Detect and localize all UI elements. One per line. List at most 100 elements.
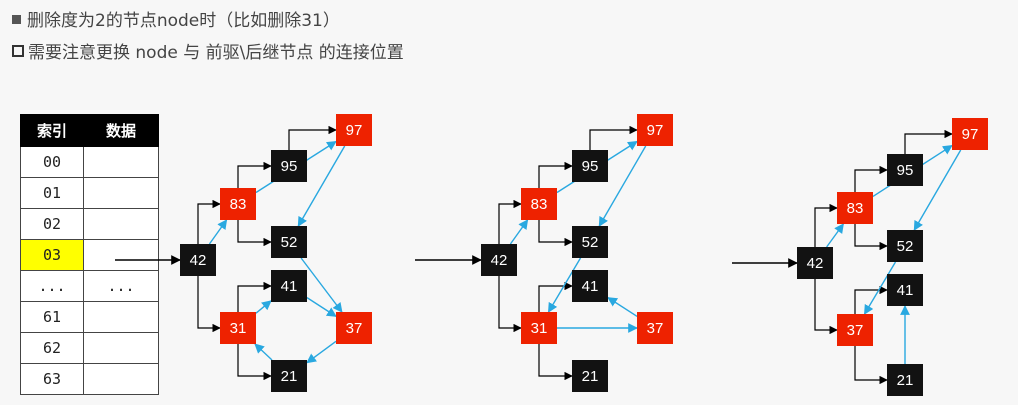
index-cell-highlighted: 03 xyxy=(20,239,84,271)
tree-node-box xyxy=(180,244,216,276)
tree-node-box xyxy=(887,230,923,262)
list-edge-42-83 xyxy=(826,223,844,248)
tree-node-95: 95 xyxy=(271,150,307,182)
tree-node-42: 42 xyxy=(797,247,833,279)
table-row: ...... xyxy=(20,270,159,302)
tree-node-box xyxy=(336,114,372,146)
tree-edge-42-83 xyxy=(814,203,838,247)
tree-node-box xyxy=(271,150,307,182)
tree-edge-95-97 xyxy=(589,125,638,150)
tree-node-box xyxy=(572,226,608,258)
tree-node-label: 31 xyxy=(531,320,548,337)
list-edge-37-41 xyxy=(607,297,638,317)
table-row: 00 xyxy=(20,146,159,178)
tree-edge-31-21 xyxy=(538,344,573,381)
tree-node-box xyxy=(521,312,557,344)
tree-node-label: 37 xyxy=(647,320,664,337)
table-row: 63 xyxy=(20,363,159,395)
index-cell: ... xyxy=(20,270,84,302)
tree-node-37: 37 xyxy=(837,314,873,346)
tree-node-label: 42 xyxy=(491,252,508,269)
tree-edge-31-21 xyxy=(237,344,272,381)
table-row: 01 xyxy=(20,177,159,209)
list-edge-52-37 xyxy=(300,257,343,313)
list-edge-42-83 xyxy=(509,219,529,245)
bullet-hollow-square-icon xyxy=(12,45,24,57)
column-header-data: 数据 xyxy=(83,114,159,147)
tree-node-label: 41 xyxy=(582,278,599,295)
heading-line-1-text: 删除度为2的节点node时（比如删除31） xyxy=(27,11,340,31)
tree-node-label: 21 xyxy=(582,368,599,385)
tree-node-97: 97 xyxy=(952,118,988,150)
tree-node-box xyxy=(637,312,673,344)
tree-node-box xyxy=(572,270,608,302)
tree-edge-83-52 xyxy=(854,224,888,251)
column-header-index: 索引 xyxy=(20,114,84,147)
tree-node-21: 21 xyxy=(887,364,923,396)
tree-node-83: 83 xyxy=(220,188,256,220)
tree-node-box xyxy=(887,274,923,306)
list-edge-97-52 xyxy=(598,145,647,227)
tree-node-label: 41 xyxy=(281,278,298,295)
tree-node-box xyxy=(637,114,673,146)
tree-node-box xyxy=(837,314,873,346)
tree-node-box xyxy=(572,150,608,182)
tree-node-97: 97 xyxy=(637,114,673,146)
tree-node-label: 21 xyxy=(897,372,914,389)
tree-node-83: 83 xyxy=(521,188,557,220)
data-cell xyxy=(83,177,159,209)
table-row: 02 xyxy=(20,208,159,240)
tree-edge-42-83 xyxy=(197,199,221,244)
tree-node-box xyxy=(837,192,873,224)
tree-node-95: 95 xyxy=(572,150,608,182)
tree-node-label: 95 xyxy=(281,158,298,175)
list-edge-42-83 xyxy=(208,219,228,245)
tree-edge-83-95 xyxy=(854,165,888,192)
table-row-highlighted: 03 xyxy=(20,239,159,271)
tree-node-21: 21 xyxy=(572,360,608,392)
tree-node-83: 83 xyxy=(837,192,873,224)
tree-node-label: 95 xyxy=(582,158,599,175)
tree-node-label: 52 xyxy=(582,234,599,251)
tree-node-label: 83 xyxy=(230,196,247,213)
data-cell xyxy=(83,146,159,178)
tree-node-label: 97 xyxy=(647,122,664,139)
tree-node-box xyxy=(887,364,923,396)
tree-node-41: 41 xyxy=(271,270,307,302)
tree-node-box xyxy=(271,226,307,258)
list-edge-52-31 xyxy=(547,257,582,313)
index-cell: 01 xyxy=(20,177,84,209)
tree-node-label: 42 xyxy=(807,255,824,272)
tree-node-41: 41 xyxy=(572,270,608,302)
tree-node-52: 52 xyxy=(572,226,608,258)
tree-node-label: 95 xyxy=(897,162,914,179)
heading-line-1: 删除度为2的节点node时（比如删除31） xyxy=(12,6,340,31)
heading-line-2: 需要注意更换 node 与 前驱\后继节点 的连接位置 xyxy=(12,38,404,63)
tree-node-box xyxy=(797,247,833,279)
tree-node-box xyxy=(220,312,256,344)
tree-node-box xyxy=(271,360,307,392)
tree-edge-31-41 xyxy=(538,281,573,312)
tree-node-label: 52 xyxy=(281,234,298,251)
data-cell xyxy=(83,363,159,395)
tree-node-box xyxy=(220,188,256,220)
hash-table-header: 索引 数据 xyxy=(20,114,159,147)
tree-edge-42-37 xyxy=(814,279,838,335)
tree-node-box xyxy=(521,188,557,220)
tree-node-label: 21 xyxy=(281,368,298,385)
tree-edge-83-52 xyxy=(237,220,272,247)
tree-node-97: 97 xyxy=(336,114,372,146)
list-edge-97-52 xyxy=(297,145,346,227)
list-edge-21-31 xyxy=(254,343,273,361)
list-edge-41-37 xyxy=(306,297,337,317)
tree-node-box xyxy=(952,118,988,150)
table-row: 62 xyxy=(20,332,159,364)
tree-edge-83-95 xyxy=(237,161,272,188)
tree-node-31: 31 xyxy=(220,312,256,344)
tree-node-41: 41 xyxy=(887,274,923,306)
index-cell: 00 xyxy=(20,146,84,178)
index-cell: 02 xyxy=(20,208,84,240)
tree-node-label: 42 xyxy=(190,252,207,269)
tree-node-label: 31 xyxy=(230,320,247,337)
tree-node-box xyxy=(481,244,517,276)
